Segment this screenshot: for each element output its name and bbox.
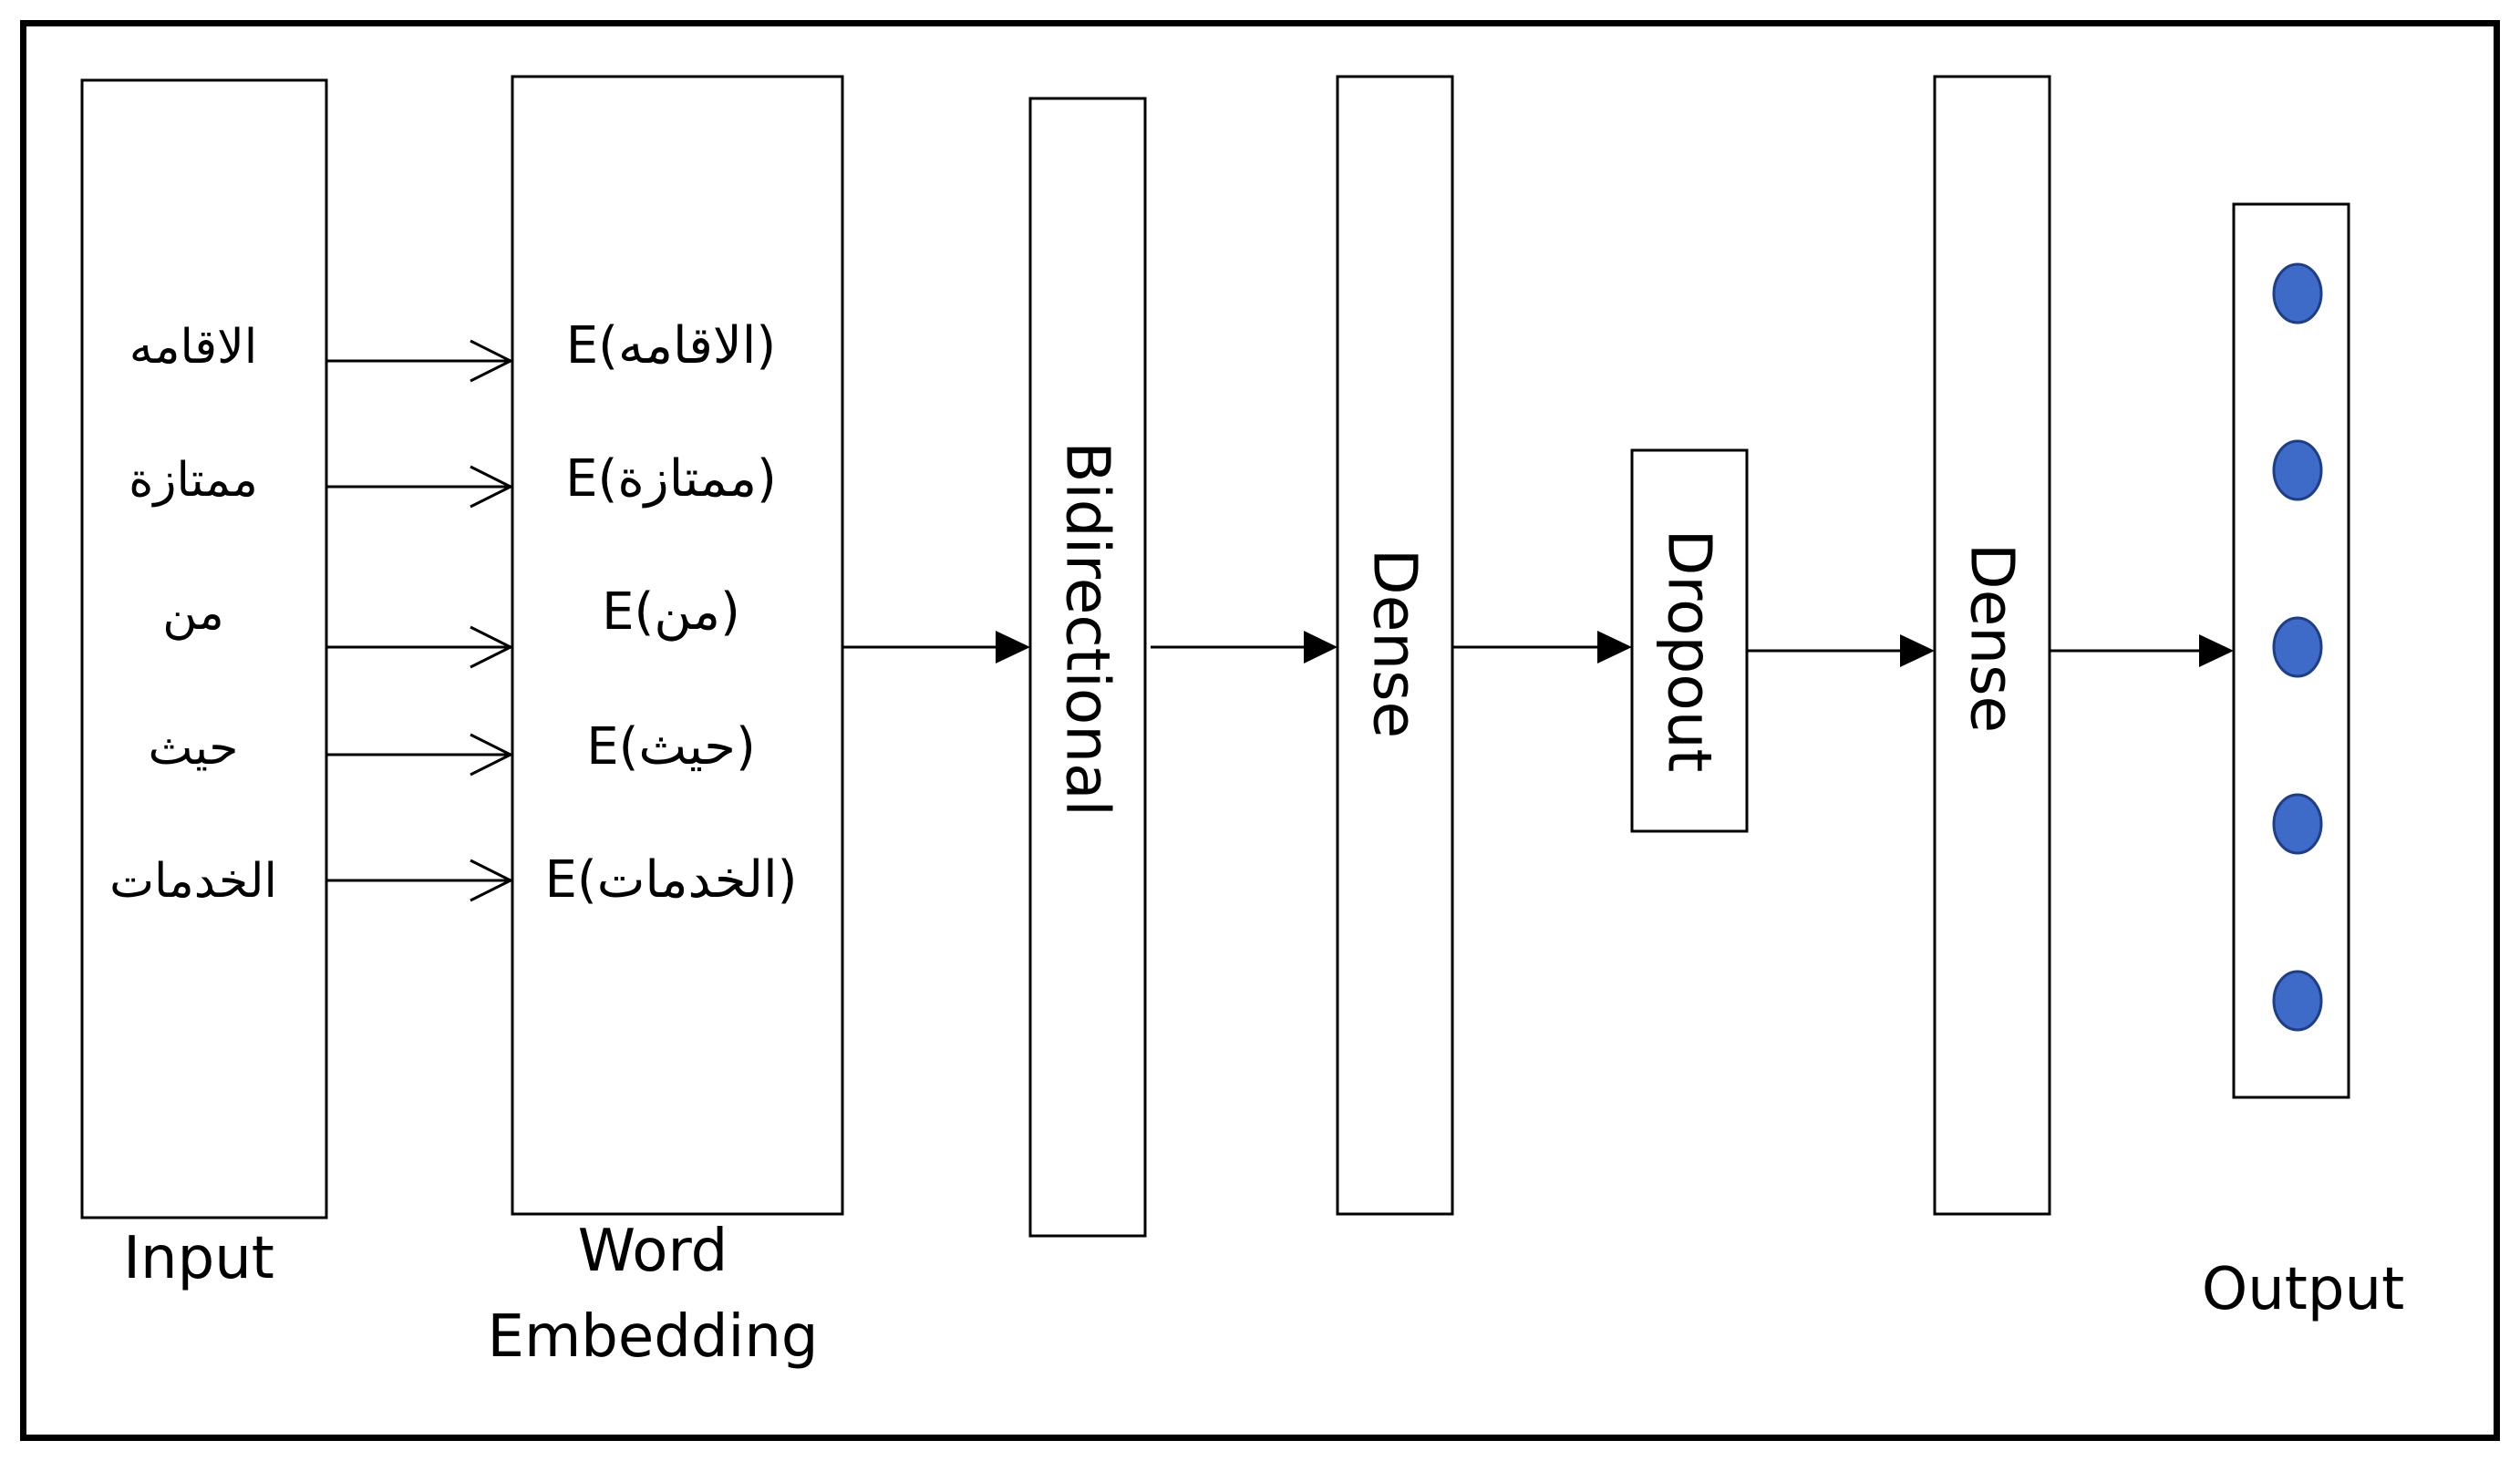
input-word-4: حيث xyxy=(149,721,239,776)
dense2-label: Dense xyxy=(1957,543,2028,733)
output-node xyxy=(2272,970,2323,1032)
input-word-5: الخدمات xyxy=(109,854,277,909)
input-box xyxy=(80,78,328,1219)
embedding-item-5: E(الخدمات) xyxy=(544,850,797,910)
dense1-box xyxy=(1336,75,1454,1216)
bidirectional-box xyxy=(1028,97,1147,1238)
input-word-2: ممتازة xyxy=(129,453,258,508)
embedding-item-4: E(حيث) xyxy=(586,717,756,777)
embedding-item-1: E(الاقامه) xyxy=(566,316,776,376)
embedding-item-3: E(من) xyxy=(602,582,740,642)
layer-arrows xyxy=(842,631,2234,667)
dense2-box xyxy=(1933,75,2051,1216)
output-node xyxy=(2272,793,2323,855)
dropout-label: Dropout xyxy=(1655,530,1725,773)
input-word-3: من xyxy=(162,586,223,641)
output-node xyxy=(2272,439,2323,501)
bidirectional-label: Bidirectional xyxy=(1053,441,1123,817)
embedding-box xyxy=(511,75,844,1216)
input-to-embedding-arrows xyxy=(326,339,514,902)
dropout-box xyxy=(1630,448,1749,833)
output-caption: Output xyxy=(2202,1256,2404,1323)
input-word-1: الاقامه xyxy=(129,320,258,375)
input-caption: Input xyxy=(123,1225,274,1292)
diagram-frame xyxy=(20,20,2500,1441)
embedding-caption-line2: Embedding xyxy=(488,1303,819,1371)
dense1-label: Dense xyxy=(1360,549,1430,738)
embedding-caption-line1: Word xyxy=(578,1218,728,1285)
output-node xyxy=(2272,262,2323,324)
output-nodes xyxy=(2272,262,2323,1032)
embedding-item-2: E(ممتازة) xyxy=(565,449,777,509)
output-node xyxy=(2272,616,2323,678)
